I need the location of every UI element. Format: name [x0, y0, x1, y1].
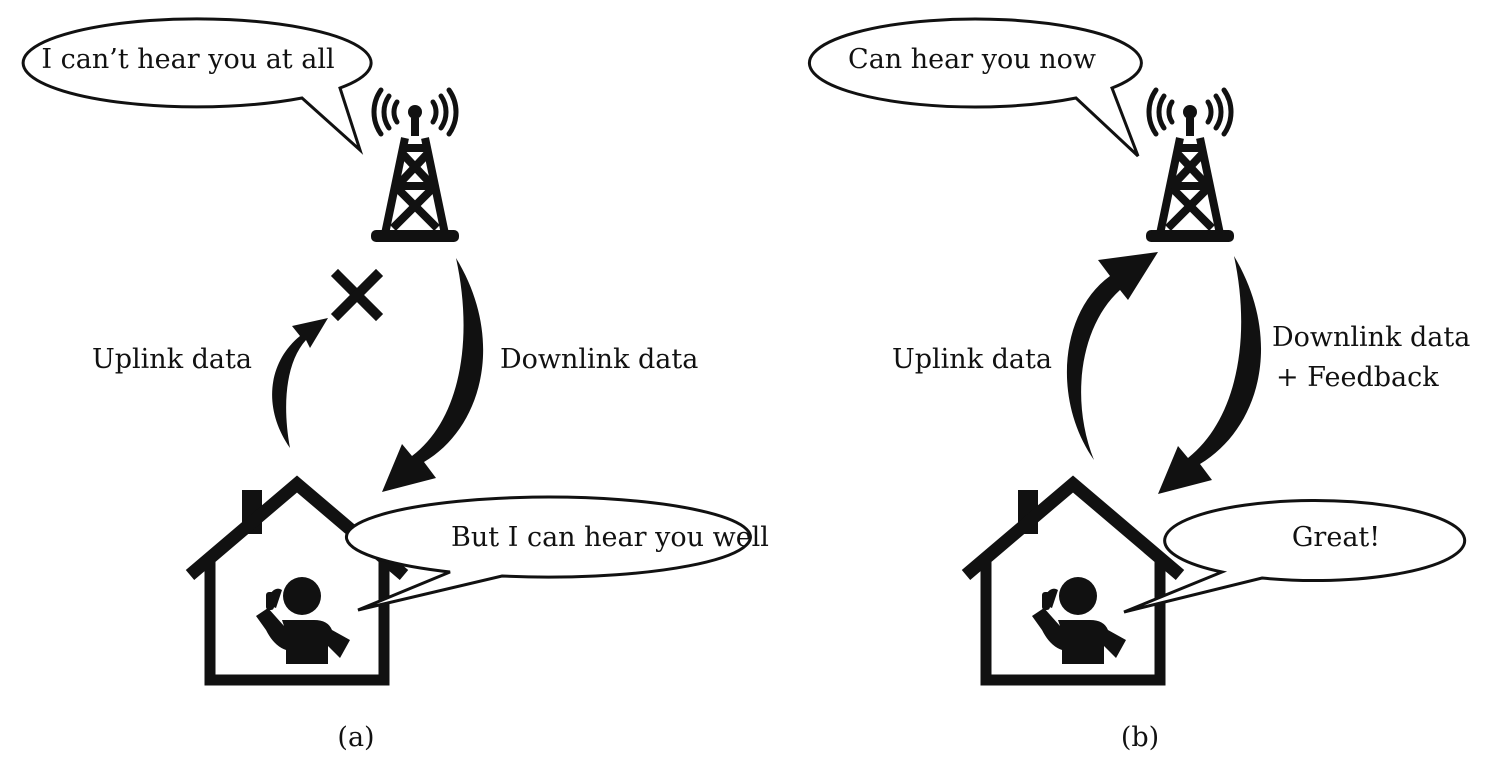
- tower-speech-bubble: I can’t hear you at all: [21, 17, 373, 155]
- downlink-label: Downlink data: [500, 344, 698, 375]
- user-bubble-text: But I can hear you well: [451, 522, 769, 553]
- downlink-arrow: [1158, 256, 1262, 494]
- feedback-label: + Feedback: [1276, 362, 1439, 393]
- downlink-label: Downlink data: [1272, 322, 1470, 353]
- tower-bubble-text: I can’t hear you at all: [41, 44, 334, 75]
- blocked-x-icon: [338, 276, 376, 314]
- uplink-arrow-failed: [272, 318, 328, 448]
- house-icon: [190, 484, 404, 680]
- panel-b: Can hear you now Uplink data Downlink da…: [807, 17, 1470, 753]
- uplink-arrow: [1066, 252, 1158, 460]
- tower-speech-bubble: Can hear you now: [807, 17, 1143, 158]
- user-speech-bubble: Great!: [1123, 499, 1467, 614]
- uplink-label: Uplink data: [892, 344, 1052, 375]
- cell-tower-icon: [371, 90, 459, 242]
- panel-caption: (b): [1121, 722, 1159, 753]
- panel-a: I can’t hear you at all Uplink data Down…: [21, 17, 769, 753]
- panel-caption: (a): [337, 722, 374, 753]
- cell-tower-icon: [1146, 90, 1234, 242]
- tower-bubble-text: Can hear you now: [848, 44, 1096, 75]
- uplink-label: Uplink data: [92, 344, 252, 375]
- user-bubble-text: Great!: [1292, 522, 1380, 553]
- downlink-arrow: [382, 258, 484, 492]
- user-speech-bubble: But I can hear you well: [344, 495, 769, 612]
- house-icon: [966, 484, 1180, 680]
